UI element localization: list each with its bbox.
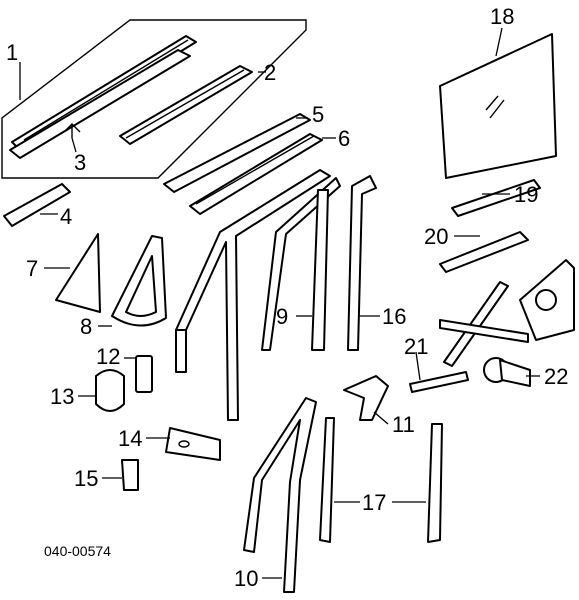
callout-10: 10 — [234, 566, 258, 591]
part-4-strip — [3, 183, 71, 227]
callout-20: 20 — [424, 224, 448, 249]
callout-17: 17 — [362, 490, 386, 515]
callout-13: 13 — [50, 384, 74, 409]
part-20-strip — [439, 231, 529, 273]
group-box — [1, 19, 307, 179]
part-11-bracket — [343, 375, 389, 421]
callout-2: 2 — [264, 60, 276, 85]
part-7-quarter-glass — [55, 233, 101, 313]
part-21-bracket — [409, 371, 469, 393]
part-13-pad — [95, 369, 125, 412]
diagram-code: 040-00574 — [44, 543, 111, 559]
part-12-pad — [135, 355, 153, 393]
callout-14: 14 — [118, 426, 142, 451]
front-channel — [175, 169, 331, 421]
part-16-run-channel — [347, 175, 377, 351]
part-17-channel — [319, 417, 335, 543]
part-19-strip — [451, 179, 541, 217]
callout-4: 4 — [60, 204, 72, 229]
part-3-clip — [63, 123, 81, 138]
callout-12: 12 — [96, 344, 120, 369]
callout-8: 8 — [80, 314, 92, 339]
part-18-glass — [439, 33, 557, 179]
part-2-moulding — [119, 65, 253, 145]
callout-15: 15 — [74, 466, 98, 491]
callout-18: 18 — [490, 4, 514, 29]
part-5-strip — [163, 113, 311, 193]
callout-11: 11 — [392, 412, 415, 437]
callout-1: 1 — [6, 40, 18, 65]
callout-5: 5 — [312, 102, 324, 127]
callout-21: 21 — [404, 334, 428, 359]
part-6-strip — [189, 133, 323, 215]
part-10-sash — [243, 397, 317, 593]
part-9-run-channel — [261, 177, 341, 351]
part-22-motor — [483, 357, 531, 387]
callout-7: 7 — [26, 256, 38, 281]
part-regulator — [439, 259, 575, 367]
callout-9: 9 — [276, 304, 288, 329]
part-15-clip — [121, 459, 139, 491]
callout-19: 19 — [514, 182, 538, 207]
callout-6: 6 — [338, 126, 350, 151]
callout-3: 3 — [74, 150, 86, 175]
leader-lines — [19, 27, 540, 579]
callout-22: 22 — [544, 364, 568, 389]
part-14-bracket — [165, 427, 221, 461]
callout-16: 16 — [382, 304, 406, 329]
part-1-moulding — [9, 35, 197, 159]
